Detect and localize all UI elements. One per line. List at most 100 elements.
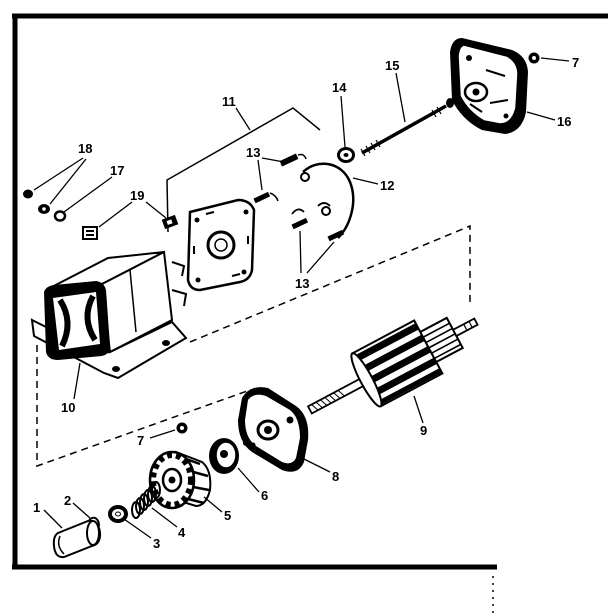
callout-labels: 1 2 3 4 5 6 7 8 9 10 11 12 13 13 14 15 1… [33, 55, 579, 551]
bolt-threads [360, 106, 442, 157]
washer-bolt [337, 147, 355, 163]
callout-label: 14 [332, 80, 347, 95]
leader-line [237, 467, 260, 493]
nut-drive-end [176, 422, 188, 434]
nuts-terminal [23, 189, 50, 214]
bushing-pin [243, 440, 249, 446]
brush-holder-plate [186, 198, 256, 292]
callout-label: 19 [130, 188, 144, 203]
brush [279, 153, 299, 167]
end-cap-ribs [469, 69, 509, 113]
shaft-end-grooves [463, 321, 473, 331]
callout-label: 3 [153, 536, 160, 551]
callout-label: 9 [420, 423, 427, 438]
leader-line [33, 157, 87, 205]
end-cap-commutator [450, 38, 528, 134]
armature-shaft-splines [311, 390, 345, 411]
leader-line [73, 362, 81, 400]
drive-bushing [209, 438, 249, 474]
leader-line [352, 177, 379, 185]
guide-line-lower [36, 345, 251, 468]
callout-label: 11 [222, 94, 236, 109]
armature-slot [359, 334, 425, 374]
leader-line [235, 107, 251, 131]
drive-cap [52, 519, 102, 559]
brush [291, 217, 309, 230]
callout-label: 6 [261, 488, 268, 503]
callout-label: 16 [557, 114, 571, 129]
cap-end [86, 520, 100, 546]
pinion-teeth [150, 452, 194, 508]
washer-hole [343, 153, 349, 157]
brush [327, 229, 345, 242]
frame-terminal-leads [171, 261, 188, 307]
callout-label: 18 [78, 141, 92, 156]
bolt-head [446, 98, 454, 108]
stop-nut [108, 505, 128, 523]
plate-tabs [193, 211, 249, 277]
callout-label: 4 [178, 525, 186, 540]
frame-edge-line [129, 269, 137, 333]
anti-drift-spring [131, 481, 161, 519]
armature-core-end [350, 352, 383, 408]
callout-label: 13 [295, 276, 309, 291]
spring-wire [302, 162, 355, 239]
leader-line [301, 457, 331, 473]
callout-label: 12 [380, 178, 394, 193]
flange-hole [112, 366, 120, 372]
terminal-insulator-hole [166, 219, 173, 225]
callout-label: 7 [137, 433, 144, 448]
callout-label: 17 [110, 163, 124, 178]
callout-label: 10 [61, 400, 75, 415]
leader-line [257, 157, 285, 191]
plate-hole [195, 277, 201, 283]
callout-label: 2 [64, 493, 71, 508]
pinion-bore [168, 476, 176, 484]
thru-bolt [360, 98, 454, 157]
leader-line [340, 95, 346, 148]
flange-hole [162, 340, 170, 346]
nut-hole [180, 426, 184, 430]
frame-border [12, 13, 608, 613]
nut [23, 189, 33, 199]
leader-line [395, 72, 406, 123]
plate-center-hole [214, 238, 228, 252]
leader-line [72, 502, 91, 519]
terminal-insulators [82, 214, 179, 240]
leader-line [149, 429, 176, 439]
bushing-bore [220, 450, 228, 458]
brush-lead [269, 153, 307, 202]
brush-spring [291, 162, 355, 239]
leader-line [540, 57, 570, 62]
armature-slot [377, 368, 442, 406]
terminal-insulator-slots [86, 230, 94, 236]
field-frame [30, 250, 188, 380]
end-cap-face [457, 44, 519, 125]
armature [306, 316, 479, 415]
stop-nut-hole [115, 511, 121, 517]
leader-line [151, 507, 178, 528]
leader-lines [33, 57, 570, 539]
cap-shading [57, 535, 65, 555]
nut-end-cap [528, 52, 540, 64]
armature-slot [372, 357, 438, 397]
brushes [253, 153, 345, 242]
callout-label: 13 [246, 145, 260, 160]
plate-hole [243, 209, 249, 215]
callout-label: 7 [572, 55, 579, 70]
spring-coil [300, 172, 310, 182]
leader-line [299, 230, 335, 274]
spring-turn [151, 481, 161, 499]
leader-line [526, 111, 556, 121]
brush [253, 191, 271, 204]
armature-shaft-drive [306, 375, 370, 415]
frame-pole-shoe [57, 298, 71, 348]
leader-line [413, 395, 424, 424]
guide-line-upper [189, 224, 471, 343]
drive-end-cap-hole [286, 416, 294, 424]
end-cap-hole [466, 55, 472, 61]
washer-terminal [53, 210, 67, 222]
terminal-insulator [82, 226, 98, 240]
frame-pole-shoe [84, 294, 98, 342]
